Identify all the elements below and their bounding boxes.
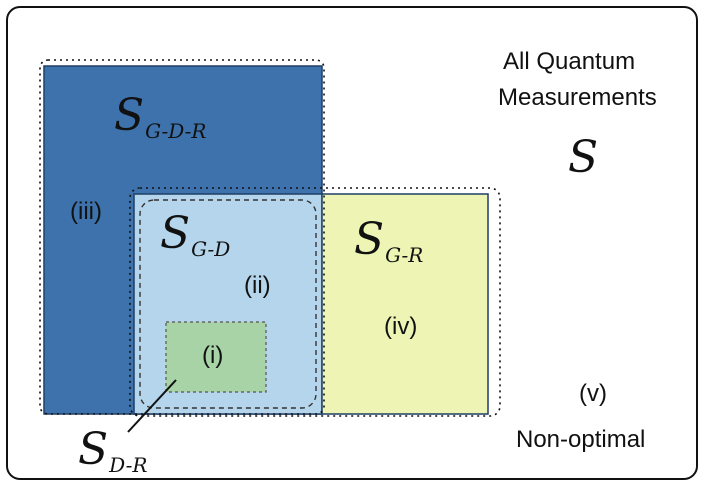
region-dr [165,321,267,393]
universe-title-line2: Measurements [498,84,657,111]
g-set-outline [129,187,501,417]
gdr-roman: (iii) [70,198,102,225]
gr-symbol: S [354,214,385,265]
dr-symbol: S [78,424,109,475]
gd-label: SG-D [160,212,230,260]
dr-roman: (i) [202,342,224,369]
universe-symbol-text: S [568,132,599,183]
gd-set-outline [139,199,317,409]
gr-subscript: G-R [385,243,424,267]
dr-pointer-line [127,379,177,433]
gr-label: SG-R [354,218,423,266]
gdr-symbol: S [114,90,145,141]
universe-title-line1: All Quantum [503,48,636,75]
universe-symbol: S [568,136,598,180]
gd-roman: (ii) [244,272,271,299]
gdr-set-outline [39,59,325,415]
dr-subscript: D-R [109,453,148,477]
gdr-subscript: G-D-R [145,119,207,143]
gr-roman: (iv) [384,313,418,340]
dr-label: SD-R [78,428,147,476]
region-gd [133,193,323,415]
gd-symbol: S [160,208,191,259]
non-optimal-roman: (v) [579,380,607,407]
gdr-label: SG-D-R [114,94,206,142]
non-optimal-label: Non-optimal [516,426,646,453]
region-gr [321,193,489,415]
gd-subscript: G-D [191,237,231,261]
